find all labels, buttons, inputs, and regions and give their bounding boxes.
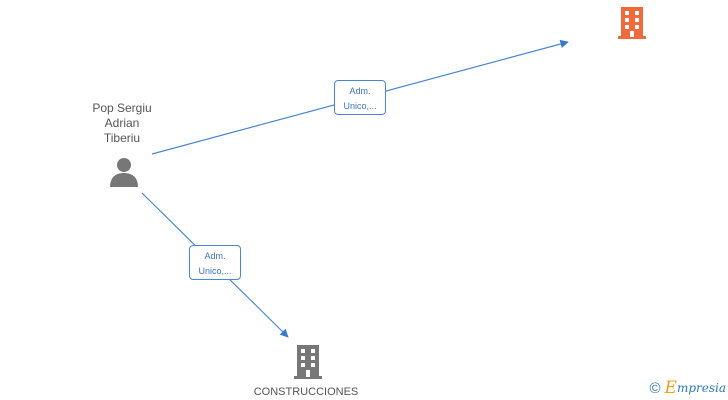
building-icon[interactable] <box>615 5 649 39</box>
building-icon[interactable] <box>291 343 325 379</box>
brand-footer[interactable]: © E mpresia <box>649 377 726 399</box>
person-name[interactable]: Pop Sergiu Adrian Tiberiu <box>72 101 172 146</box>
person-name-line: Pop Sergiu <box>92 101 152 115</box>
role-label[interactable]: Adm. Unico,... <box>334 80 386 115</box>
role-label-line: Adm. <box>349 86 371 96</box>
person-name-line: Tiberiu <box>103 131 141 145</box>
person-icon[interactable] <box>108 156 140 188</box>
copyright-icon: © <box>649 379 661 397</box>
role-label[interactable]: Adm. Unico,... <box>189 245 241 280</box>
person-name-line: Adrian <box>104 116 140 130</box>
role-label-line: Adm. <box>204 251 226 261</box>
brand-logo-initial: E <box>664 378 677 398</box>
brand-logo-text: mpresia <box>676 381 726 395</box>
role-label-line: Unico,... <box>198 266 232 276</box>
company-label[interactable]: CONSTRUCCIONES <box>253 386 359 398</box>
role-label-line: Unico,... <box>343 101 377 111</box>
